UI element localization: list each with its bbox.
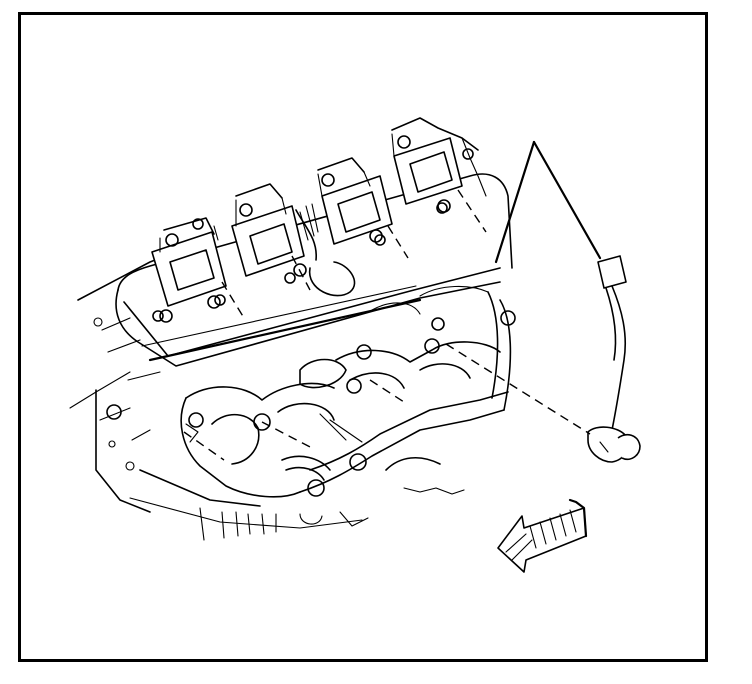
ignition-coil-4 — [391, 117, 487, 233]
ignition-coil-1 — [151, 217, 245, 323]
ignition-coil-3 — [317, 157, 409, 259]
figure-frame — [18, 12, 708, 662]
valve-cover — [115, 173, 513, 367]
coil-wiring-harness — [295, 203, 356, 297]
spark-plug-wire-lines — [183, 379, 405, 461]
front-direction-arrow-icon — [497, 498, 588, 573]
ignition-coil-2 — [231, 183, 311, 291]
exhaust-manifold — [180, 285, 516, 498]
oxygen-sensor — [445, 140, 641, 463]
